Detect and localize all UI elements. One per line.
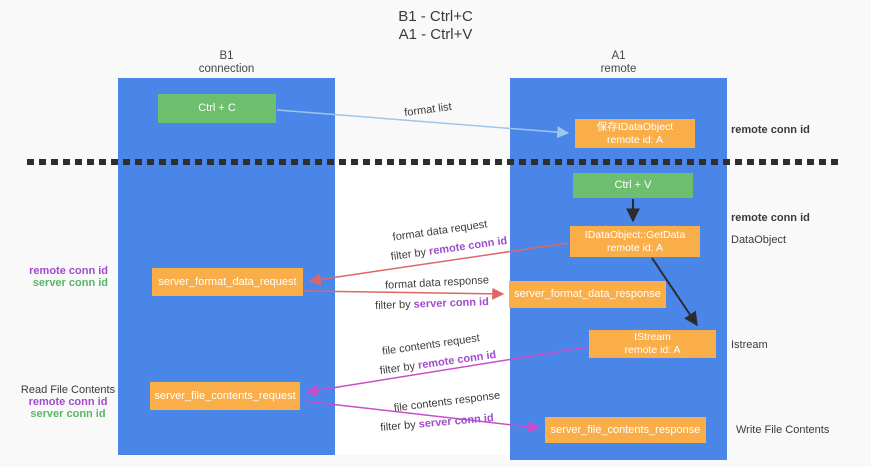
- lane-a1-name: A1: [611, 50, 626, 62]
- annotation-server-conn-id-bottom: server conn id: [30, 408, 106, 420]
- node-file-response-label: server_file_contents_response: [550, 423, 701, 436]
- annotation-remote-conn-id-mid: remote conn id: [731, 212, 810, 224]
- annotation-dataobject: DataObject: [731, 234, 787, 246]
- annotation-istream: Istream: [731, 339, 768, 351]
- lane-header-a1: A1 remote: [510, 50, 727, 76]
- node-istream[interactable]: IStream remote id: A: [589, 330, 716, 358]
- label-format-list: format list: [403, 100, 453, 120]
- annotation-server-conn-id-left: server conn id: [32, 277, 108, 289]
- lane-b1-name: B1: [219, 50, 234, 62]
- node-istream-line2: remote id: A: [624, 344, 681, 356]
- annotation-read-file-contents: Read File Contents: [20, 384, 116, 396]
- annotation-remote-conn-id-bottom: remote conn id: [28, 396, 108, 408]
- node-getdata-line1: IDataObject::GetData: [584, 228, 686, 241]
- node-file-request-label: server_file_contents_request: [154, 389, 296, 402]
- node-istream-line1: IStream: [634, 331, 671, 343]
- annotation-write-file-contents: Write File Contents: [736, 424, 830, 436]
- node-server-file-contents-response[interactable]: server_file_contents_response: [545, 417, 706, 443]
- node-format-response-label: server_format_data_response: [514, 288, 661, 300]
- node-server-format-data-response[interactable]: server_format_data_response: [509, 281, 666, 308]
- node-save-idataobject[interactable]: 保存IDataObject remote id: A: [575, 119, 695, 148]
- annotation-remote-conn-id-top: remote conn id: [731, 124, 810, 136]
- annotation-conn-ids-format: remote conn id server conn id: [20, 265, 108, 289]
- phase-separator-dashed-line: [27, 159, 839, 165]
- node-getdata-line2: remote id: A: [606, 241, 664, 254]
- annotation-read-file-contents-block: Read File Contents remote conn id server…: [20, 384, 116, 420]
- node-server-format-data-request[interactable]: server_format_data_request: [152, 268, 303, 296]
- diagram-title: B1 - Ctrl+C A1 - Ctrl+V: [0, 8, 871, 44]
- node-ctrl-v[interactable]: Ctrl + V: [573, 173, 693, 198]
- filter-by-text: filter by: [374, 298, 411, 312]
- lane-b1-role: connection: [198, 63, 255, 75]
- annotation-remote-conn-id-left: remote conn id: [29, 265, 108, 277]
- node-idataobject-getdata[interactable]: IDataObject::GetData remote id: A: [570, 226, 700, 257]
- node-format-request-label: server_format_data_request: [158, 275, 297, 288]
- title-line-2: A1 - Ctrl+V: [398, 26, 473, 43]
- node-ctrl-c-label: Ctrl + C: [198, 102, 236, 114]
- node-server-file-contents-request[interactable]: server_file_contents_request: [150, 382, 300, 410]
- node-ctrl-c[interactable]: Ctrl + C: [158, 94, 276, 123]
- lane-a1-role: remote: [600, 63, 637, 75]
- node-ctrl-v-label: Ctrl + V: [614, 179, 652, 191]
- title-line-1: B1 - Ctrl+C: [398, 8, 473, 25]
- node-save-idataobject-line2: remote id: A: [606, 133, 664, 146]
- node-save-idataobject-line1: 保存IDataObject: [596, 120, 674, 133]
- lane-header-b1: B1 connection: [118, 50, 335, 76]
